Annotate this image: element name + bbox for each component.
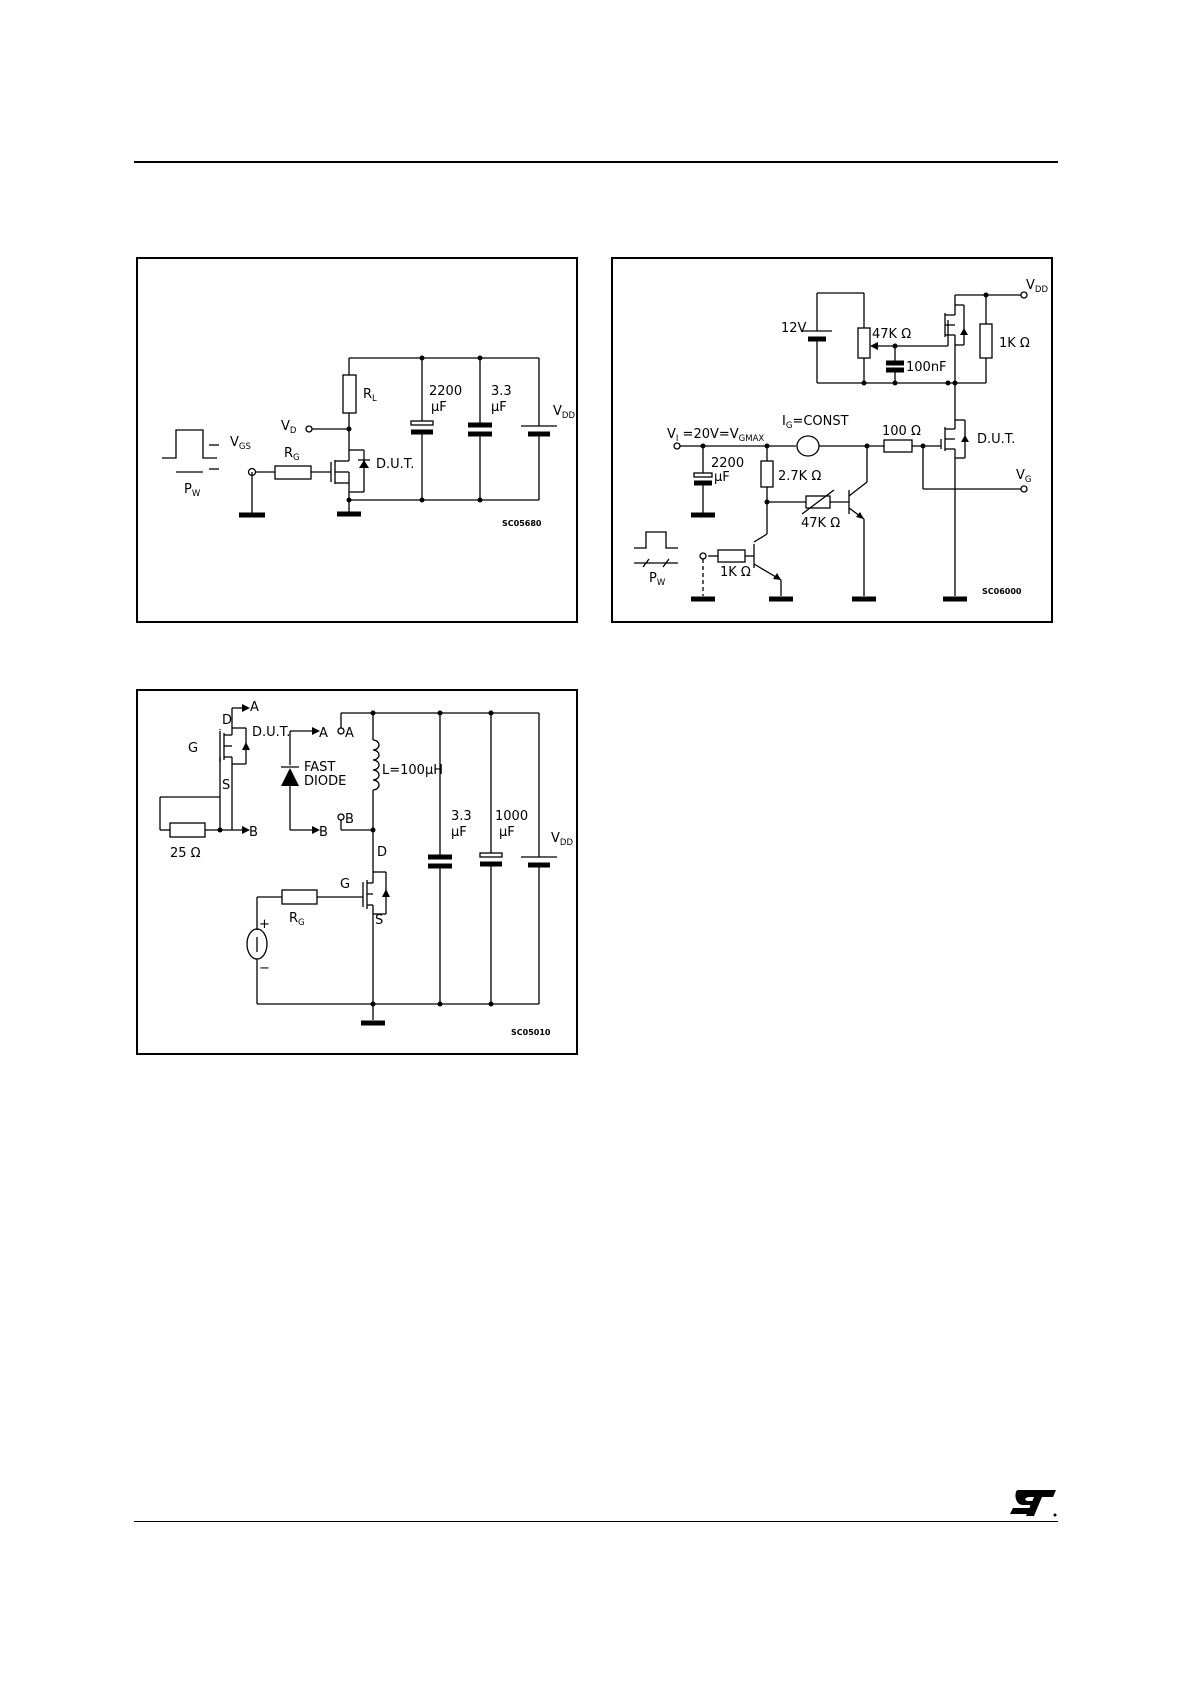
r27k-label: 2.7K Ω [778, 469, 821, 484]
potentiometer-47k [858, 328, 870, 358]
capacitor-3-3uf [468, 358, 492, 500]
figure-gate-charge-circuit: 12V 47K Ω 100nF [611, 257, 1053, 623]
cap-unit: μF [714, 470, 730, 485]
mosfet-dut [941, 419, 969, 596]
mosfet-dut-small [220, 728, 250, 764]
r25-label: 25 Ω [170, 846, 201, 861]
figure-inductive-load-circuit: D.U.T. A A D G S B 25 Ω A [136, 689, 578, 1055]
cap1-value: 3.3 [451, 809, 472, 824]
vdd-label: VDD [553, 404, 575, 421]
resistor-25 [170, 823, 205, 837]
pulse-waveform [634, 532, 678, 548]
resistor-rg [275, 466, 311, 479]
mosfet-lower [363, 864, 390, 1004]
cap1-unit: μF [431, 400, 447, 415]
vd-terminal [306, 426, 312, 432]
resistor-2-7k [761, 461, 773, 487]
mosfet-dut [331, 442, 370, 500]
capacitor-100nf [886, 346, 904, 383]
r1k-label: 1K Ω [999, 336, 1030, 351]
capacitor-3-3uf [428, 713, 452, 1004]
c100nf-label: 100nF [906, 360, 947, 375]
d1-label: D [222, 713, 232, 728]
battery-vdd [521, 713, 557, 1004]
capacitor-2200uf [694, 446, 712, 514]
inductor-label: L=100μH [382, 763, 443, 778]
vd-label: VD [281, 419, 297, 436]
mosfet-upper [945, 295, 968, 383]
cap2-unit: μF [491, 400, 507, 415]
header-rule [134, 161, 1058, 163]
figure-code: SC05010 [511, 1028, 551, 1037]
footer-rule [134, 1521, 1058, 1522]
fast-label: FAST [304, 760, 335, 775]
battery-label: 12V [781, 321, 807, 336]
terminal-a [338, 728, 344, 734]
ig-label: IG=CONST [782, 414, 849, 431]
capacitor-2200uf [411, 358, 433, 500]
a1-label-visible: A [250, 700, 259, 715]
capacitor-1000uf [480, 713, 502, 1004]
plus-label: + [259, 917, 270, 932]
battery-12v [802, 331, 832, 383]
a3-label: A [345, 726, 354, 741]
pot-label: 47K Ω [872, 327, 911, 342]
circuit-diagram-1: VGS PW RG [138, 259, 580, 625]
vdd-label: VDD [551, 831, 573, 848]
rin-label: 1K Ω [720, 565, 751, 580]
rl-label: RL [363, 387, 377, 404]
vg-label: VG [1016, 468, 1032, 485]
pw-label: PW [649, 571, 666, 588]
rg-label: RG [289, 911, 305, 928]
pulse-input-terminal [700, 553, 706, 559]
vgs-label: VGS [230, 435, 251, 452]
s2-label: S [375, 913, 383, 928]
d2-label: D [377, 845, 387, 860]
g1-label: G [188, 741, 198, 756]
transistor-right [849, 446, 867, 596]
resistor-100 [884, 440, 912, 452]
resistor-1k [980, 324, 992, 358]
pw-label: PW [184, 482, 201, 499]
terminal-b [338, 814, 344, 820]
figure-switching-times-circuit: VGS PW RG [136, 257, 578, 623]
circuit-diagram-3: D.U.T. A A D G S B 25 Ω A [138, 691, 580, 1057]
b3-label: B [345, 812, 354, 827]
transistor-left [754, 502, 781, 596]
cap2-value: 3.3 [491, 384, 512, 399]
st-logo [1008, 1488, 1058, 1518]
cap2-value: 1000 [495, 809, 528, 824]
diode-label: DIODE [304, 774, 346, 789]
inductor-coil [373, 740, 379, 790]
figure-code: SC05680 [502, 519, 542, 528]
vg-terminal [1021, 486, 1027, 492]
r100-label: 100 Ω [882, 424, 921, 439]
b1-label: B [249, 825, 258, 840]
cap2-unit: μF [499, 825, 515, 840]
cap1-unit: μF [451, 825, 467, 840]
cap1-value: 2200 [429, 384, 462, 399]
dut-label: D.U.T. [376, 457, 414, 472]
battery-vdd [521, 358, 557, 500]
figure-code: SC06000 [982, 587, 1022, 596]
r47k-label: 47K Ω [801, 516, 840, 531]
b2-label: B [319, 825, 328, 840]
vi-label: VI =20V=VGMAX [667, 427, 764, 444]
s1-label: S [222, 778, 230, 793]
resistor-1k-input [718, 550, 745, 562]
g2-label: G [340, 877, 350, 892]
circuit-diagram-2: 12V 47K Ω 100nF [613, 259, 1055, 625]
dut-small-label: D.U.T. [252, 725, 290, 740]
cap-value: 2200 [711, 456, 744, 471]
dut-label: D.U.T. [977, 432, 1015, 447]
rg-label: RG [284, 446, 300, 463]
diode-symbol [281, 768, 299, 786]
resistor-rg [282, 890, 317, 904]
resistor-rl [343, 375, 356, 413]
a2-label: A [319, 726, 328, 741]
current-source [797, 436, 819, 456]
minus-label: − [259, 961, 270, 976]
vdd-label: VDD [1026, 278, 1048, 295]
